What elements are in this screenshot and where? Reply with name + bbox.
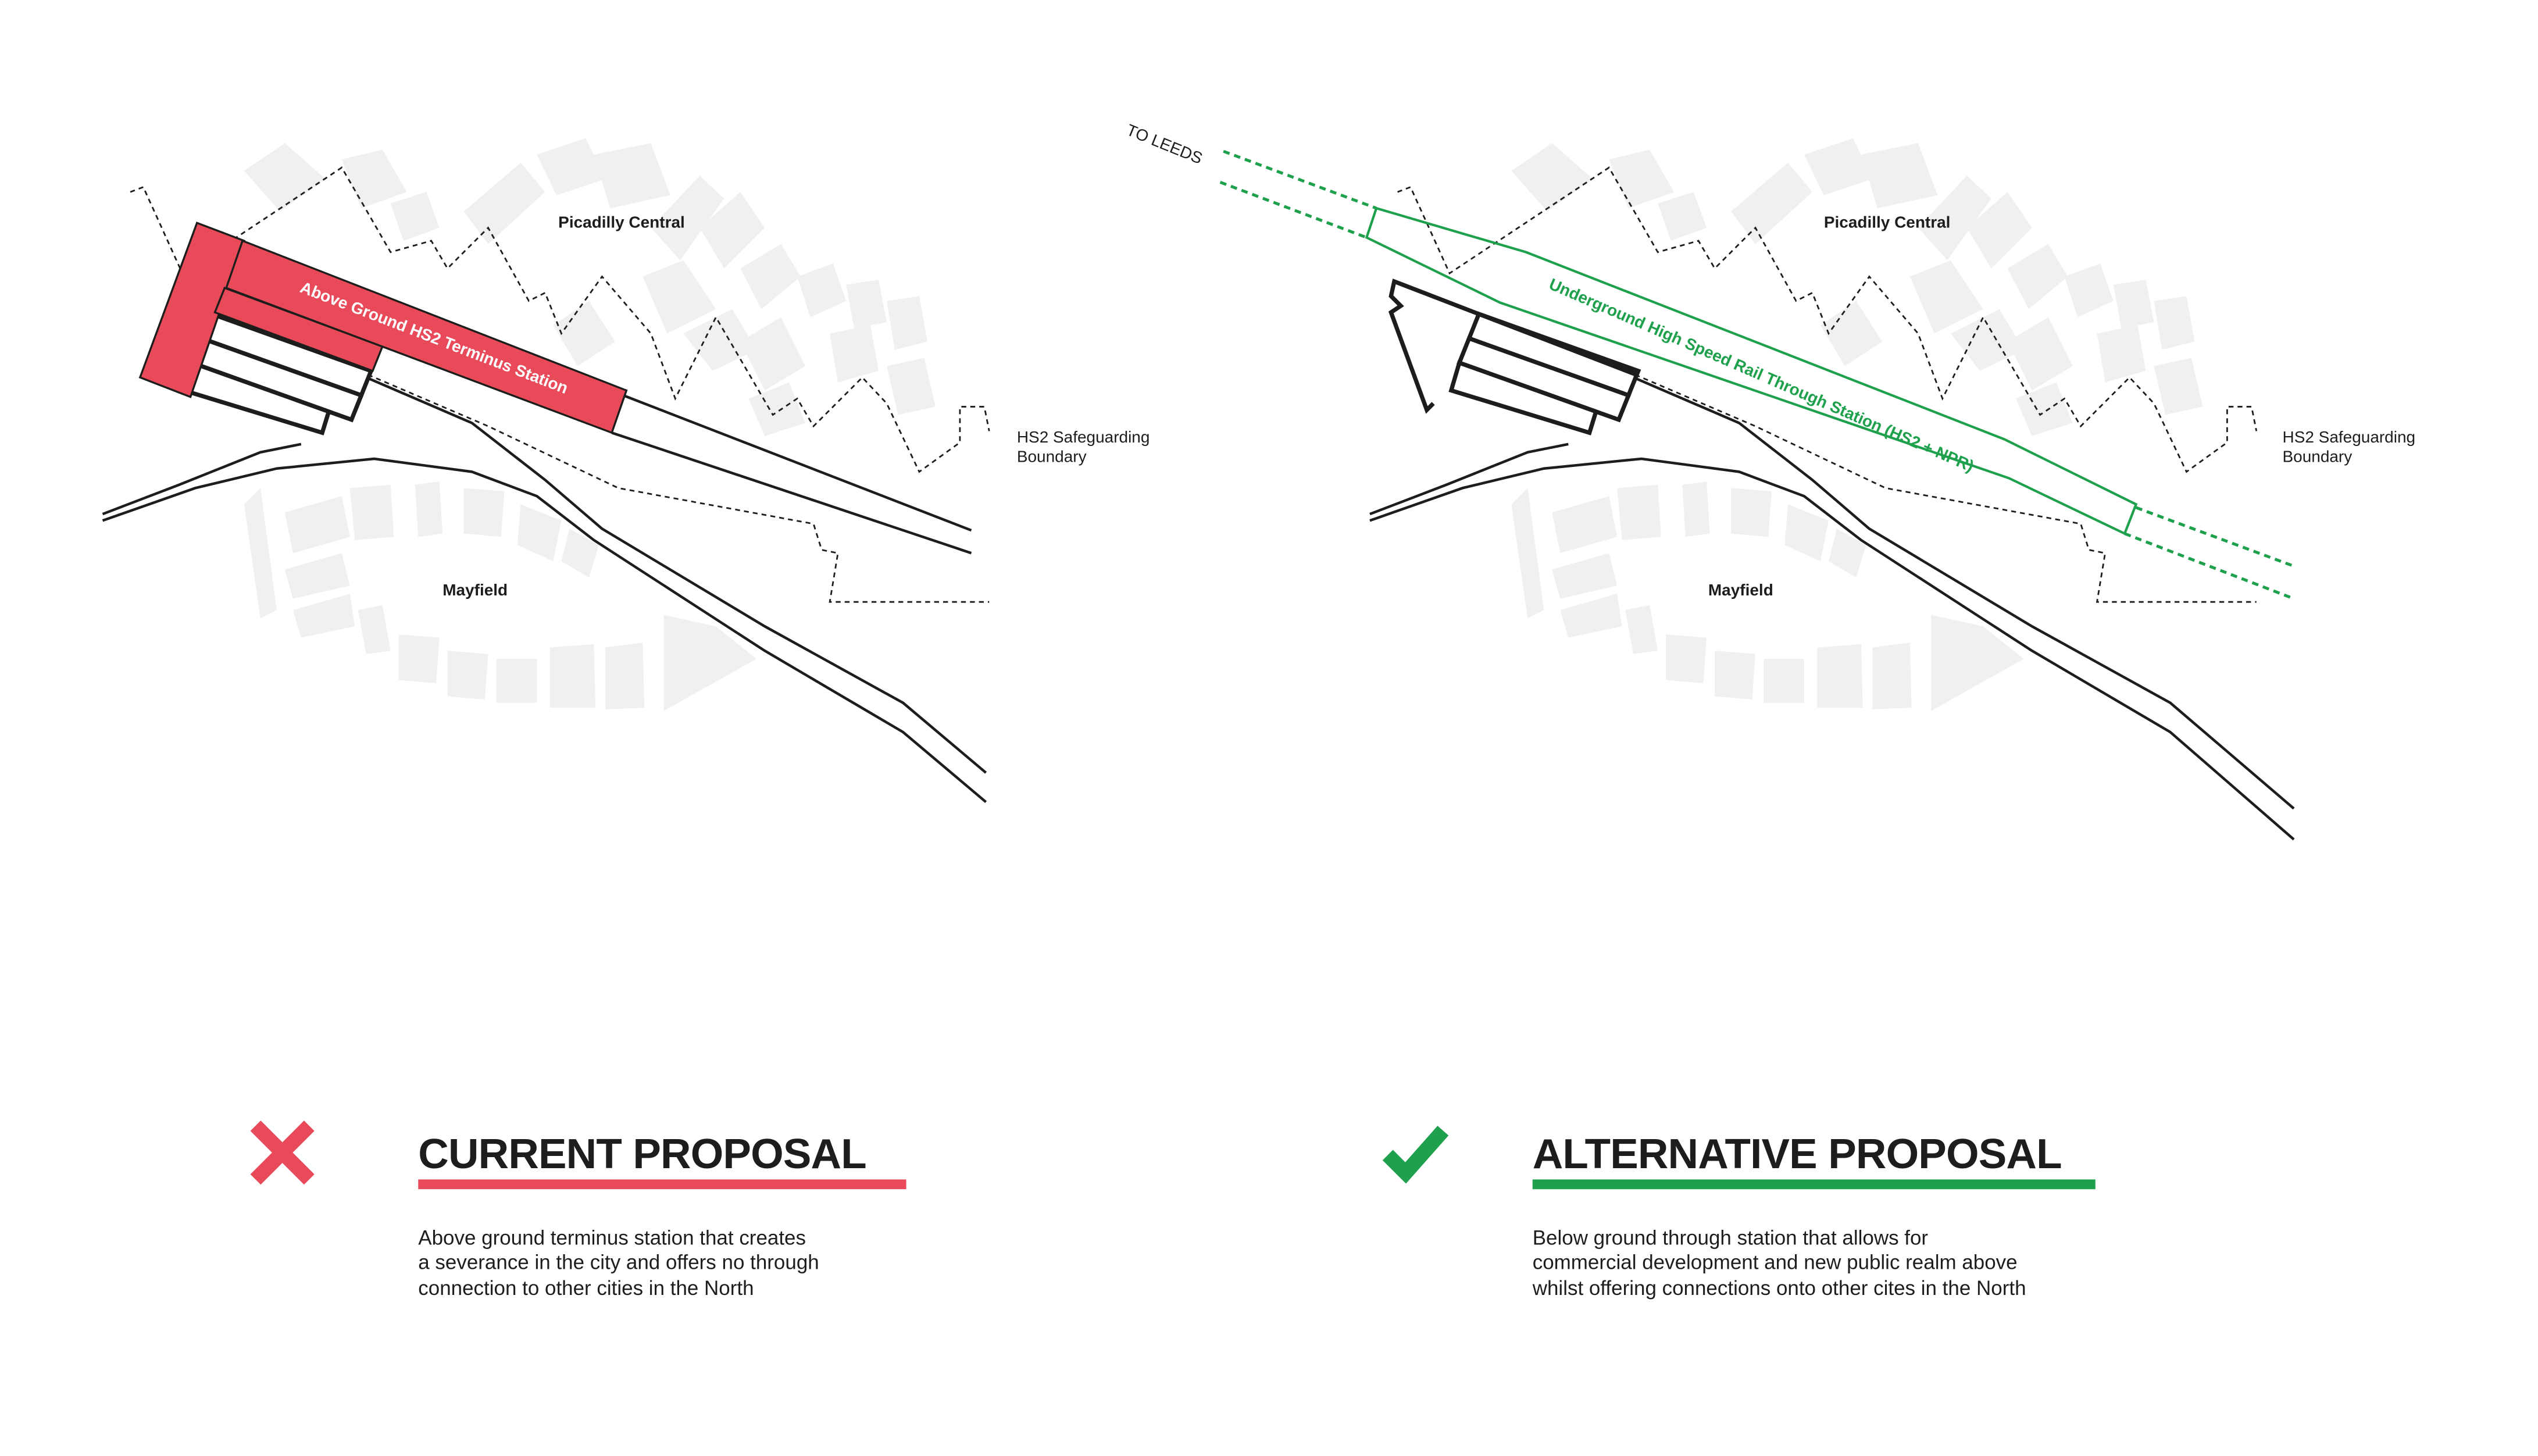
existing-station-outline bbox=[1388, 279, 1636, 414]
terminus-station-block bbox=[138, 222, 246, 398]
rail-alignment-to-leeds bbox=[1219, 180, 1368, 239]
current-description-line: connection to other cities in the North bbox=[418, 1277, 754, 1300]
alternative-proposal-legend: ALTERNATIVE PROPOSAL Below ground throug… bbox=[1382, 1126, 2096, 1300]
alternative-description-line: whilst offering connections onto other c… bbox=[1532, 1277, 2026, 1300]
direction-label: TO LEEDS bbox=[1124, 121, 1205, 167]
safeguarding-boundary-south bbox=[1551, 341, 2257, 603]
current-proposal-title: CURRENT PROPOSAL bbox=[418, 1130, 866, 1177]
rail-curve bbox=[102, 442, 302, 516]
rail-alignment-to-leeds bbox=[1223, 149, 1377, 210]
district-label-north: Picadilly Central bbox=[1824, 213, 1951, 231]
platform bbox=[1457, 336, 1632, 423]
alternative-proposal-map: Underground High Speed Rail Through Stat… bbox=[1124, 121, 2416, 841]
current-description-line: Above ground terminus station that creat… bbox=[418, 1226, 806, 1249]
check-icon bbox=[1382, 1126, 1449, 1184]
platform bbox=[1448, 360, 1599, 436]
boundary-label: Boundary bbox=[1017, 448, 1087, 466]
current-proposal-legend: CURRENT PROPOSAL Above ground terminus s… bbox=[250, 1120, 906, 1300]
safeguarding-boundary bbox=[130, 166, 990, 473]
district-label-south: Mayfield bbox=[442, 581, 508, 599]
rail-alignment-east bbox=[2124, 532, 2294, 600]
current-underline bbox=[418, 1179, 906, 1190]
boundary-label: Boundary bbox=[2283, 448, 2353, 466]
current-proposal-map: Above Ground HS2 Terminus Station Picadi… bbox=[102, 138, 1150, 804]
alternative-description-line: commercial development and new public re… bbox=[1533, 1251, 2018, 1273]
boundary-label: HS2 Safeguarding bbox=[2283, 428, 2416, 446]
alternative-description-line: Below ground through station that allows… bbox=[1533, 1226, 1929, 1249]
underground-station-outline bbox=[1365, 206, 2138, 536]
safeguarding-boundary bbox=[1397, 166, 2258, 473]
rail-curve bbox=[102, 457, 987, 804]
rail-curve bbox=[365, 376, 987, 774]
district-label-north: Picadilly Central bbox=[558, 213, 685, 231]
district-label-south: Mayfield bbox=[1708, 581, 1773, 599]
safeguarding-boundary-south bbox=[284, 341, 990, 603]
rail-line bbox=[611, 431, 972, 555]
rail-line bbox=[622, 394, 972, 532]
rail-alignment-east bbox=[2135, 506, 2294, 568]
current-description-line: a severance in the city and offers no th… bbox=[418, 1251, 819, 1273]
rail-curve bbox=[1369, 442, 1569, 516]
alternative-underline bbox=[1532, 1179, 2096, 1190]
rail-curve bbox=[1369, 457, 2295, 841]
boundary-label: HS2 Safeguarding bbox=[1017, 428, 1150, 446]
rail-curve bbox=[1633, 376, 2295, 810]
terminus-station-bar bbox=[225, 239, 628, 434]
cross-icon bbox=[250, 1120, 315, 1185]
alternative-proposal-title: ALTERNATIVE PROPOSAL bbox=[1533, 1130, 2062, 1177]
